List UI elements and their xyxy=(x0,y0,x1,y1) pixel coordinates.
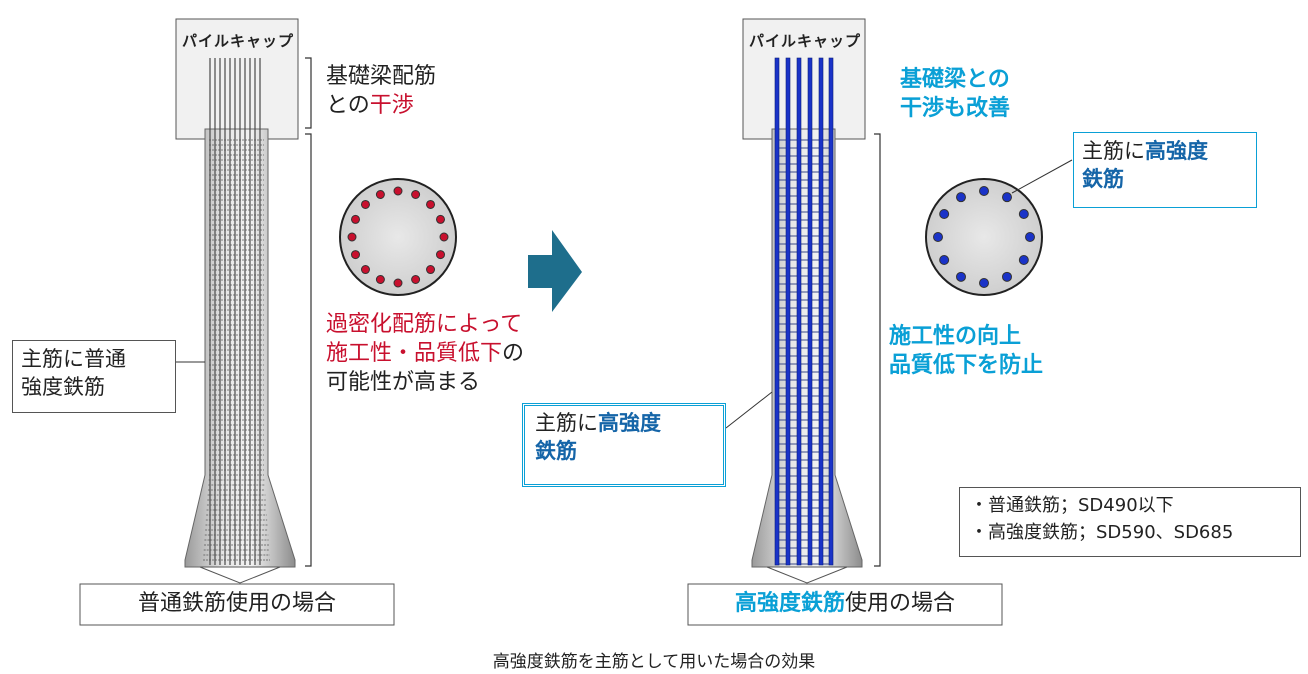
left-section-bar xyxy=(351,214,361,224)
left-section-bar xyxy=(439,232,449,242)
steel-grade-legend: ・普通鉄筋；SD490以下 ・高強度鉄筋；SD590、SD685 xyxy=(959,487,1301,557)
left-congestion-suffix: の xyxy=(502,341,525,366)
right-section-bar xyxy=(1002,271,1012,282)
right-pile xyxy=(742,18,866,584)
right-section-bar xyxy=(939,255,950,265)
left-section-bar xyxy=(375,190,385,200)
left-section-bar xyxy=(411,274,421,284)
left-beam-line2-highlight: 干渉 xyxy=(369,93,414,118)
right-label-leader xyxy=(725,391,773,429)
left-main-bar-line1: 主筋に普通 xyxy=(21,347,126,371)
right-main-bar-prefix: 主筋に xyxy=(535,411,598,435)
right-main-bar xyxy=(818,57,824,566)
right-improve-line1: 施工性の向上 xyxy=(889,324,1022,349)
left-cross-section xyxy=(339,178,457,296)
left-bracket-top xyxy=(305,57,312,129)
right-beam-improve-line2: 干渉も改善 xyxy=(900,96,1011,121)
right-case-label-suffix: 使用の場合 xyxy=(845,591,956,616)
right-bracket-body xyxy=(874,133,881,567)
left-hoop-bars xyxy=(203,139,270,561)
right-improve-line2: 品質低下を防止 xyxy=(889,353,1044,378)
right-main-bar xyxy=(828,57,834,566)
right-main-bars xyxy=(774,57,834,566)
right-section-bar xyxy=(979,186,989,196)
left-main-bars xyxy=(209,58,261,565)
left-congestion-highlight: 施工性・品質低下 xyxy=(326,341,503,366)
right-section-bar xyxy=(956,271,966,282)
right-beam-improve-line1: 基礎梁との xyxy=(900,67,1010,92)
right-improve-text: 施工性の向上 品質低下を防止 xyxy=(889,322,1043,380)
right-section-highlight1: 高強度 xyxy=(1145,139,1208,163)
left-congestion-line3: 可能性が高まる xyxy=(326,370,481,395)
left-pile-cap-label: パイルキャップ xyxy=(182,32,295,50)
right-section-label-line1: 主筋に高強度 xyxy=(1082,137,1248,165)
right-case-label: 高強度鉄筋使用の場合 xyxy=(688,589,1002,618)
left-section-bar xyxy=(393,278,403,288)
left-congestion-text: 過密化配筋によって 施工性・品質低下の 可能性が高まる xyxy=(326,310,524,397)
left-beam-line2-prefix: との xyxy=(326,93,370,118)
grade-normal: ・普通鉄筋；SD490以下 xyxy=(970,495,1174,516)
right-main-bar-label: 主筋に高強度 鉄筋 xyxy=(522,403,726,487)
left-main-bar-label: 主筋に普通 強度鉄筋 xyxy=(12,340,176,413)
grade-high-strength: ・高強度鉄筋；SD590、SD685 xyxy=(970,522,1234,543)
left-case-label: 普通鉄筋使用の場合 xyxy=(137,591,336,616)
right-pile-cap-label: パイルキャップ xyxy=(749,32,862,50)
left-section-bar xyxy=(360,199,370,209)
left-section-bar xyxy=(360,265,370,275)
figure-caption: 高強度鉄筋を主筋として用いた場合の効果 xyxy=(492,652,816,672)
right-case-label-box xyxy=(687,583,1003,626)
left-section-bar xyxy=(435,250,445,260)
right-case-label-highlight: 高強度鉄筋 xyxy=(734,591,845,616)
right-cross-section xyxy=(925,159,1073,296)
right-section-bar xyxy=(933,232,943,242)
arrow-right-icon xyxy=(528,230,582,312)
right-main-bar-line1: 主筋に高強度 xyxy=(535,409,713,437)
left-congestion-line1: 過密化配筋によって xyxy=(326,312,523,337)
right-section-bar xyxy=(1025,232,1035,242)
right-section-bar xyxy=(939,209,950,219)
left-section-bar xyxy=(393,186,403,196)
left-section-bar xyxy=(435,214,445,224)
right-pile-tip xyxy=(766,566,848,584)
right-beam-improve-text: 基礎梁との 干渉も改善 xyxy=(900,65,1010,123)
right-main-bar-highlight2: 鉄筋 xyxy=(535,439,577,463)
left-section-bar xyxy=(426,265,436,275)
right-main-bar xyxy=(807,57,813,566)
right-section-bar xyxy=(979,278,989,288)
right-section-bar xyxy=(1018,209,1029,219)
left-pile-cap xyxy=(175,18,299,140)
left-section-bar xyxy=(411,190,421,200)
left-beam-line2: との干渉 xyxy=(326,91,436,120)
right-section-bars xyxy=(933,186,1035,288)
left-section-bar xyxy=(426,199,436,209)
right-section-prefix: 主筋に xyxy=(1082,139,1145,163)
left-pile-tip xyxy=(199,566,281,584)
right-section-bar xyxy=(956,192,966,203)
right-section-highlight2: 鉄筋 xyxy=(1082,167,1124,191)
left-section-bars xyxy=(347,186,449,288)
right-main-bar-highlight1: 高強度 xyxy=(598,411,661,435)
left-pile xyxy=(175,18,299,584)
left-case-label-box xyxy=(79,583,395,626)
right-main-bar xyxy=(774,57,780,566)
left-congestion-line2: 施工性・品質低下の xyxy=(326,339,524,368)
right-main-bar xyxy=(796,57,802,566)
left-bracket-body xyxy=(305,133,312,567)
left-section-bar xyxy=(375,274,385,284)
right-section-bar xyxy=(1002,192,1012,203)
right-pile-cap xyxy=(742,18,866,140)
left-main-bar-line2: 強度鉄筋 xyxy=(21,375,105,399)
left-beam-line1: 基礎梁配筋 xyxy=(326,64,437,89)
left-beam-interference-text: 基礎梁配筋 との干渉 xyxy=(326,62,436,120)
left-section-bar xyxy=(347,232,357,242)
right-main-bar xyxy=(785,57,791,566)
right-section-label: 主筋に高強度 鉄筋 xyxy=(1073,132,1257,208)
left-section-bar xyxy=(351,250,361,260)
right-section-bar xyxy=(1018,255,1029,265)
